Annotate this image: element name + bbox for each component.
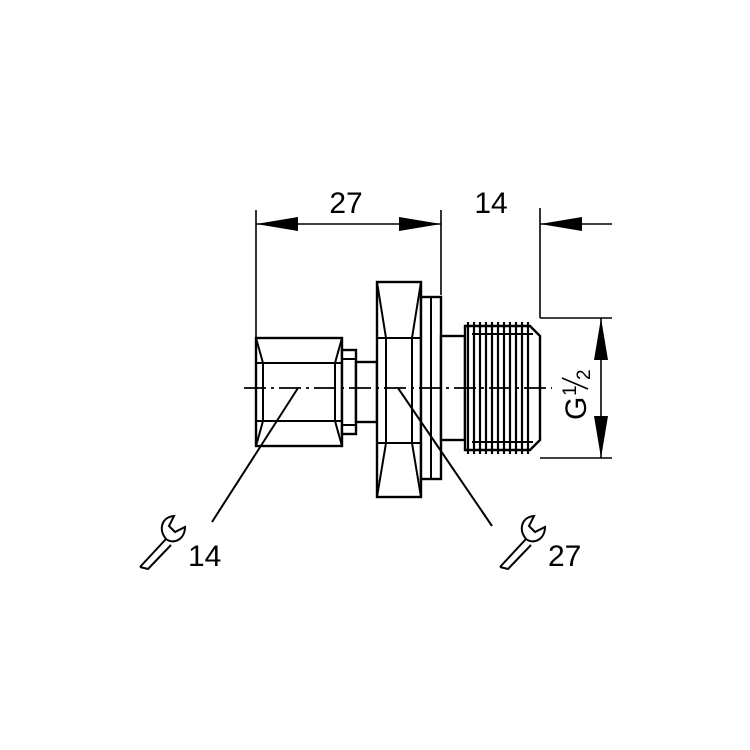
dimension-thread-length: 14: [474, 187, 612, 231]
wrench-left: 14: [139, 514, 221, 573]
thread-size-letter: G: [560, 397, 593, 420]
dimension-overall-length: 27: [256, 187, 441, 231]
neck: [340, 348, 379, 436]
wrench-icon: [499, 514, 547, 571]
dimension-thread-length-value: 14: [474, 187, 507, 220]
thread-size-denominator: 2: [574, 369, 595, 380]
thread-size-numerator: 1: [560, 385, 581, 396]
wrench-right: 27: [499, 514, 581, 573]
left-hex: [254, 336, 344, 448]
fitting-body: [254, 280, 542, 499]
leader-lines: [211, 387, 493, 527]
wrench-right-size: 27: [548, 540, 581, 573]
dimension-overall-length-value: 27: [329, 187, 362, 220]
wrench-left-size: 14: [188, 540, 221, 573]
dimension-thread-size: G 1 2: [560, 318, 608, 458]
wrench-icon: [139, 514, 187, 571]
